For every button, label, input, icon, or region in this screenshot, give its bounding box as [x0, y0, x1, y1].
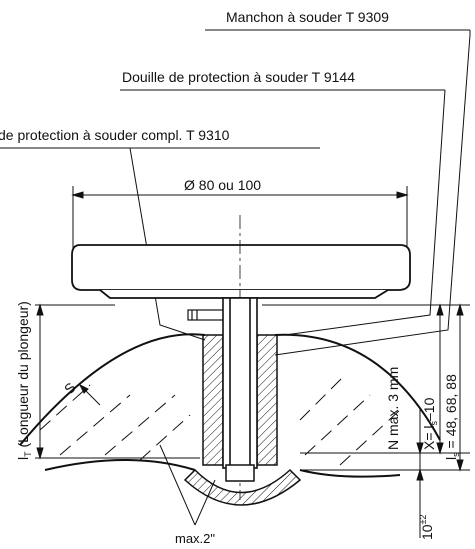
s-marker [78, 383, 101, 406]
label-tolerance: 10±2 [418, 514, 435, 540]
label-longueur: lT (Longueur du plongeur) [15, 301, 33, 460]
label-diametre: Ø 80 ou 100 [184, 177, 261, 193]
medium-hatching [39, 374, 401, 466]
label-manchon: Manchon à souder T 9309 [226, 9, 389, 25]
right-dimensions [262, 303, 470, 538]
stem [222, 297, 258, 469]
max2-leaders [159, 444, 216, 526]
label-ls: ls = 48, 68, 88 [443, 374, 461, 460]
label-douille-compl: de protection à souder compl. T 9310 [0, 127, 230, 143]
label-n-max: N max. 3 mm [385, 367, 401, 450]
label-s: S [61, 379, 79, 397]
thermometer-head [71, 244, 411, 299]
protection-tip [183, 464, 302, 506]
set-screw [187, 309, 225, 321]
label-max2: max.2" [175, 531, 215, 546]
leader-lines [0, 29, 471, 356]
label-x: X= ls–10 [421, 397, 439, 450]
diameter-dimension [71, 186, 409, 250]
welding-sleeve [202, 334, 278, 466]
label-douille: Douille de protection à souder T 9144 [122, 69, 355, 85]
pipe-walls [19, 333, 441, 478]
lt-dimension [35, 303, 200, 460]
